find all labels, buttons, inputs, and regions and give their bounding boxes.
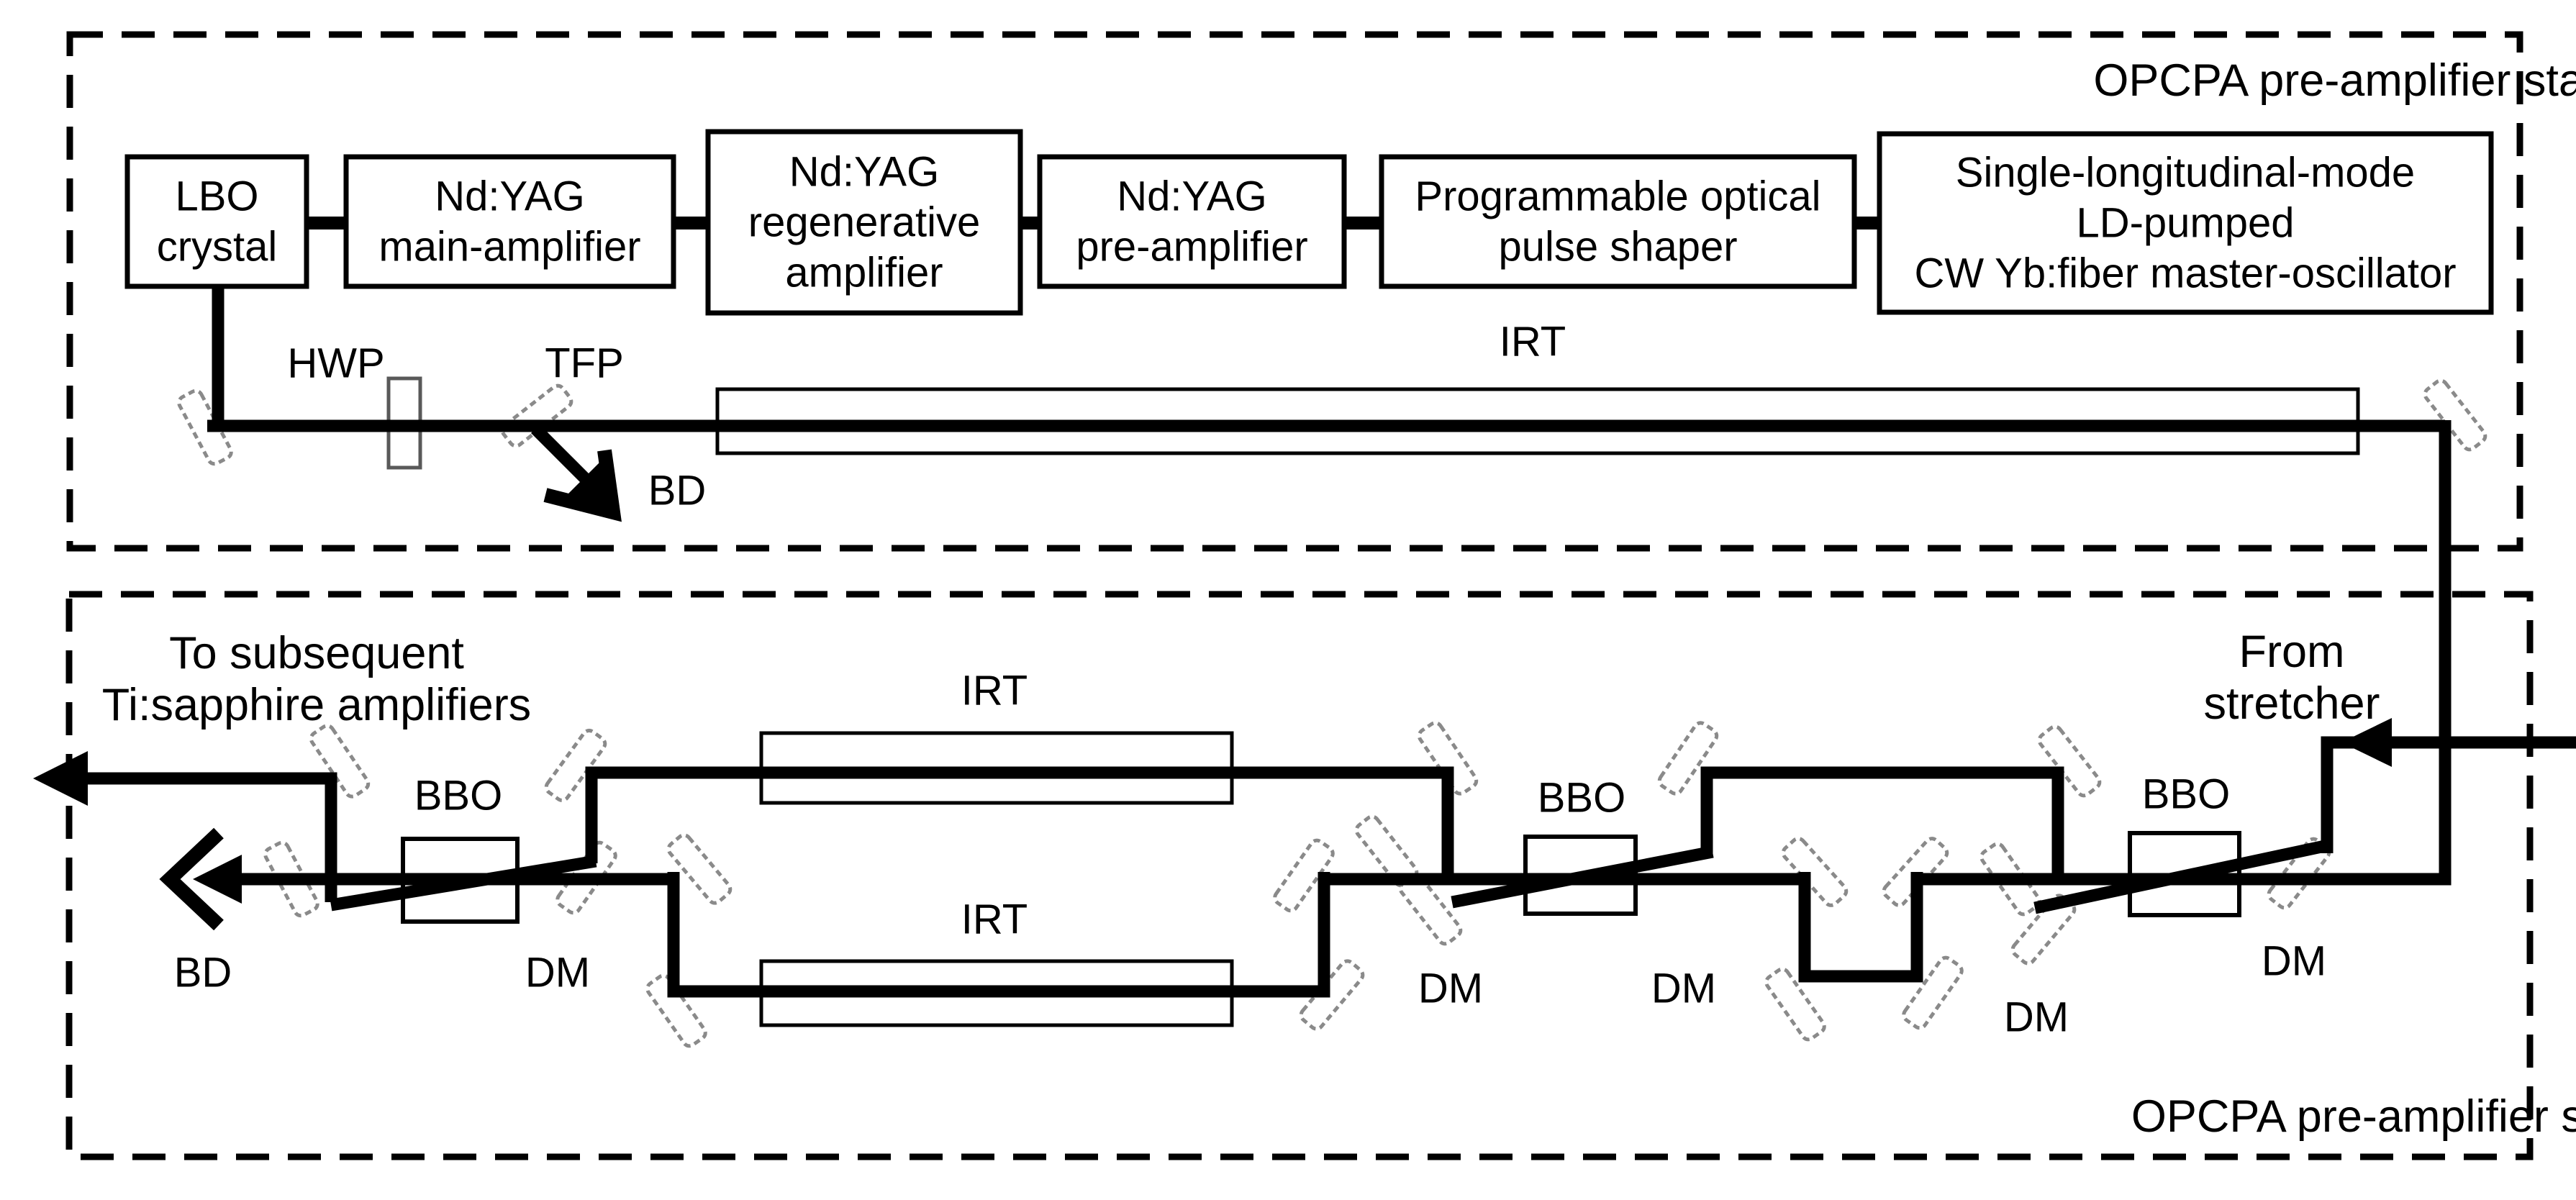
lbo-crystal-label-0: LBO bbox=[175, 173, 258, 220]
mirror-17 bbox=[1781, 837, 1849, 907]
label-irt-pump: IRT bbox=[1500, 319, 1566, 365]
mirror-13 bbox=[1273, 838, 1335, 913]
ndyag-pre-amplifier-box bbox=[1037, 154, 1347, 289]
ndyag-main-amplifier-label-1: main-amplifier bbox=[378, 224, 640, 271]
beam-l1b-loop bbox=[1700, 766, 2064, 879]
beam-seed-diag-right bbox=[2033, 838, 2333, 914]
beam-seed-diag-left bbox=[330, 855, 597, 912]
ndyag-regenerative-amplifier-label-1: regenerative bbox=[748, 199, 980, 246]
beam-pump-to-amplifier bbox=[1917, 420, 2452, 886]
master-oscillator-label-0: Single-longitudinal-mode bbox=[1956, 150, 2415, 196]
label-from-stretcher-line2: stretcher bbox=[2203, 678, 2380, 729]
arrowhead-exit bbox=[33, 751, 88, 806]
beam-irt-lower-loop bbox=[667, 872, 1330, 998]
ndyag-regenerative-amplifier-label-2: amplifier bbox=[785, 250, 943, 296]
label-dm-mid-left: DM bbox=[1418, 965, 1483, 1012]
mirror-7 bbox=[1657, 721, 1719, 796]
section-label-pump: OPCPA pre-amplifier stage; Pump laser bbox=[2093, 55, 2576, 106]
ndyag-main-amplifier-box bbox=[343, 154, 676, 289]
mirror-3 bbox=[2423, 378, 2487, 452]
ndyag-regenerative-amplifier-label-0: Nd:YAG bbox=[789, 149, 939, 196]
ndyag-main-amplifier-label-0: Nd:YAG bbox=[435, 173, 584, 220]
label-to-subsequent-line2: Ti:sapphire amplifiers bbox=[102, 680, 531, 730]
ndyag-regenerative-amplifier-box bbox=[705, 129, 1023, 316]
mirror-23 bbox=[1902, 955, 1964, 1030]
programmable-optical-pulse-shaper-box bbox=[1379, 154, 1857, 289]
label-from-stretcher-line1: From bbox=[2239, 627, 2345, 677]
arrowhead-bd-amp bbox=[193, 855, 242, 904]
label-irt-amp-upper: IRT bbox=[961, 668, 1028, 714]
label-bbo-right: BBO bbox=[2142, 771, 2231, 818]
label-bd-pump: BD bbox=[648, 468, 707, 514]
label-tfp: TFP bbox=[545, 340, 624, 387]
mirror-22 bbox=[1764, 967, 1826, 1042]
mirror-5 bbox=[544, 729, 607, 802]
mirror-16 bbox=[1299, 959, 1365, 1031]
section-frame-amplifier bbox=[65, 591, 2534, 1160]
beam-irt-upper-loop bbox=[585, 766, 1454, 879]
label-hwp: HWP bbox=[287, 340, 384, 387]
master-oscillator-label-1: LD-pumped bbox=[2076, 200, 2294, 247]
mirror-6 bbox=[1417, 721, 1479, 796]
label-dm-right2: DM bbox=[2004, 994, 2069, 1041]
label-dm-mid-right: DM bbox=[1651, 965, 1716, 1012]
arrowhead-seed-entry bbox=[2341, 718, 2392, 767]
label-to-subsequent-line1: To subsequent bbox=[169, 628, 464, 678]
programmable-optical-pulse-shaper-label-0: Programmable optical bbox=[1415, 173, 1820, 220]
ndyag-pre-amplifier-label-0: Nd:YAG bbox=[1117, 173, 1266, 220]
master-oscillator-box bbox=[1877, 131, 2494, 315]
beam-delay-dip bbox=[1798, 872, 1923, 983]
label-bbo-middle: BBO bbox=[1538, 775, 1626, 822]
label-irt-amp-lower: IRT bbox=[961, 896, 1028, 943]
programmable-optical-pulse-shaper-label-1: pulse shaper bbox=[1498, 224, 1737, 271]
mirror-11 bbox=[666, 833, 733, 905]
mirror-4 bbox=[309, 724, 371, 799]
mirror-1 bbox=[177, 388, 233, 466]
bd-block-pump bbox=[543, 449, 622, 522]
master-oscillator-label-2: CW Yb:fiber master-oscillator bbox=[1914, 250, 2456, 297]
ndyag-pre-amplifier-label-1: pre-amplifier bbox=[1076, 224, 1307, 271]
mirror-15 bbox=[1398, 873, 1463, 946]
mirror-8 bbox=[2037, 724, 2102, 798]
bd-block-amp bbox=[159, 827, 224, 931]
section-frame-pump bbox=[66, 31, 2523, 552]
mirror-12 bbox=[645, 973, 707, 1048]
label-bd-amp: BD bbox=[174, 950, 232, 996]
lbo-crystal-box bbox=[124, 154, 309, 289]
label-dm-left: DM bbox=[525, 950, 590, 996]
label-bbo-left: BBO bbox=[414, 773, 503, 819]
label-dm-right: DM bbox=[2262, 938, 2326, 985]
beam-seed-diag-middle bbox=[1451, 845, 1714, 909]
beam-exit bbox=[85, 772, 337, 902]
lbo-crystal-label-1: crystal bbox=[157, 224, 278, 271]
section-label-amplifier: OPCPA pre-amplifier stage; Amplifier bbox=[2131, 1091, 2576, 1142]
beam-seed-entry bbox=[2321, 736, 2576, 853]
